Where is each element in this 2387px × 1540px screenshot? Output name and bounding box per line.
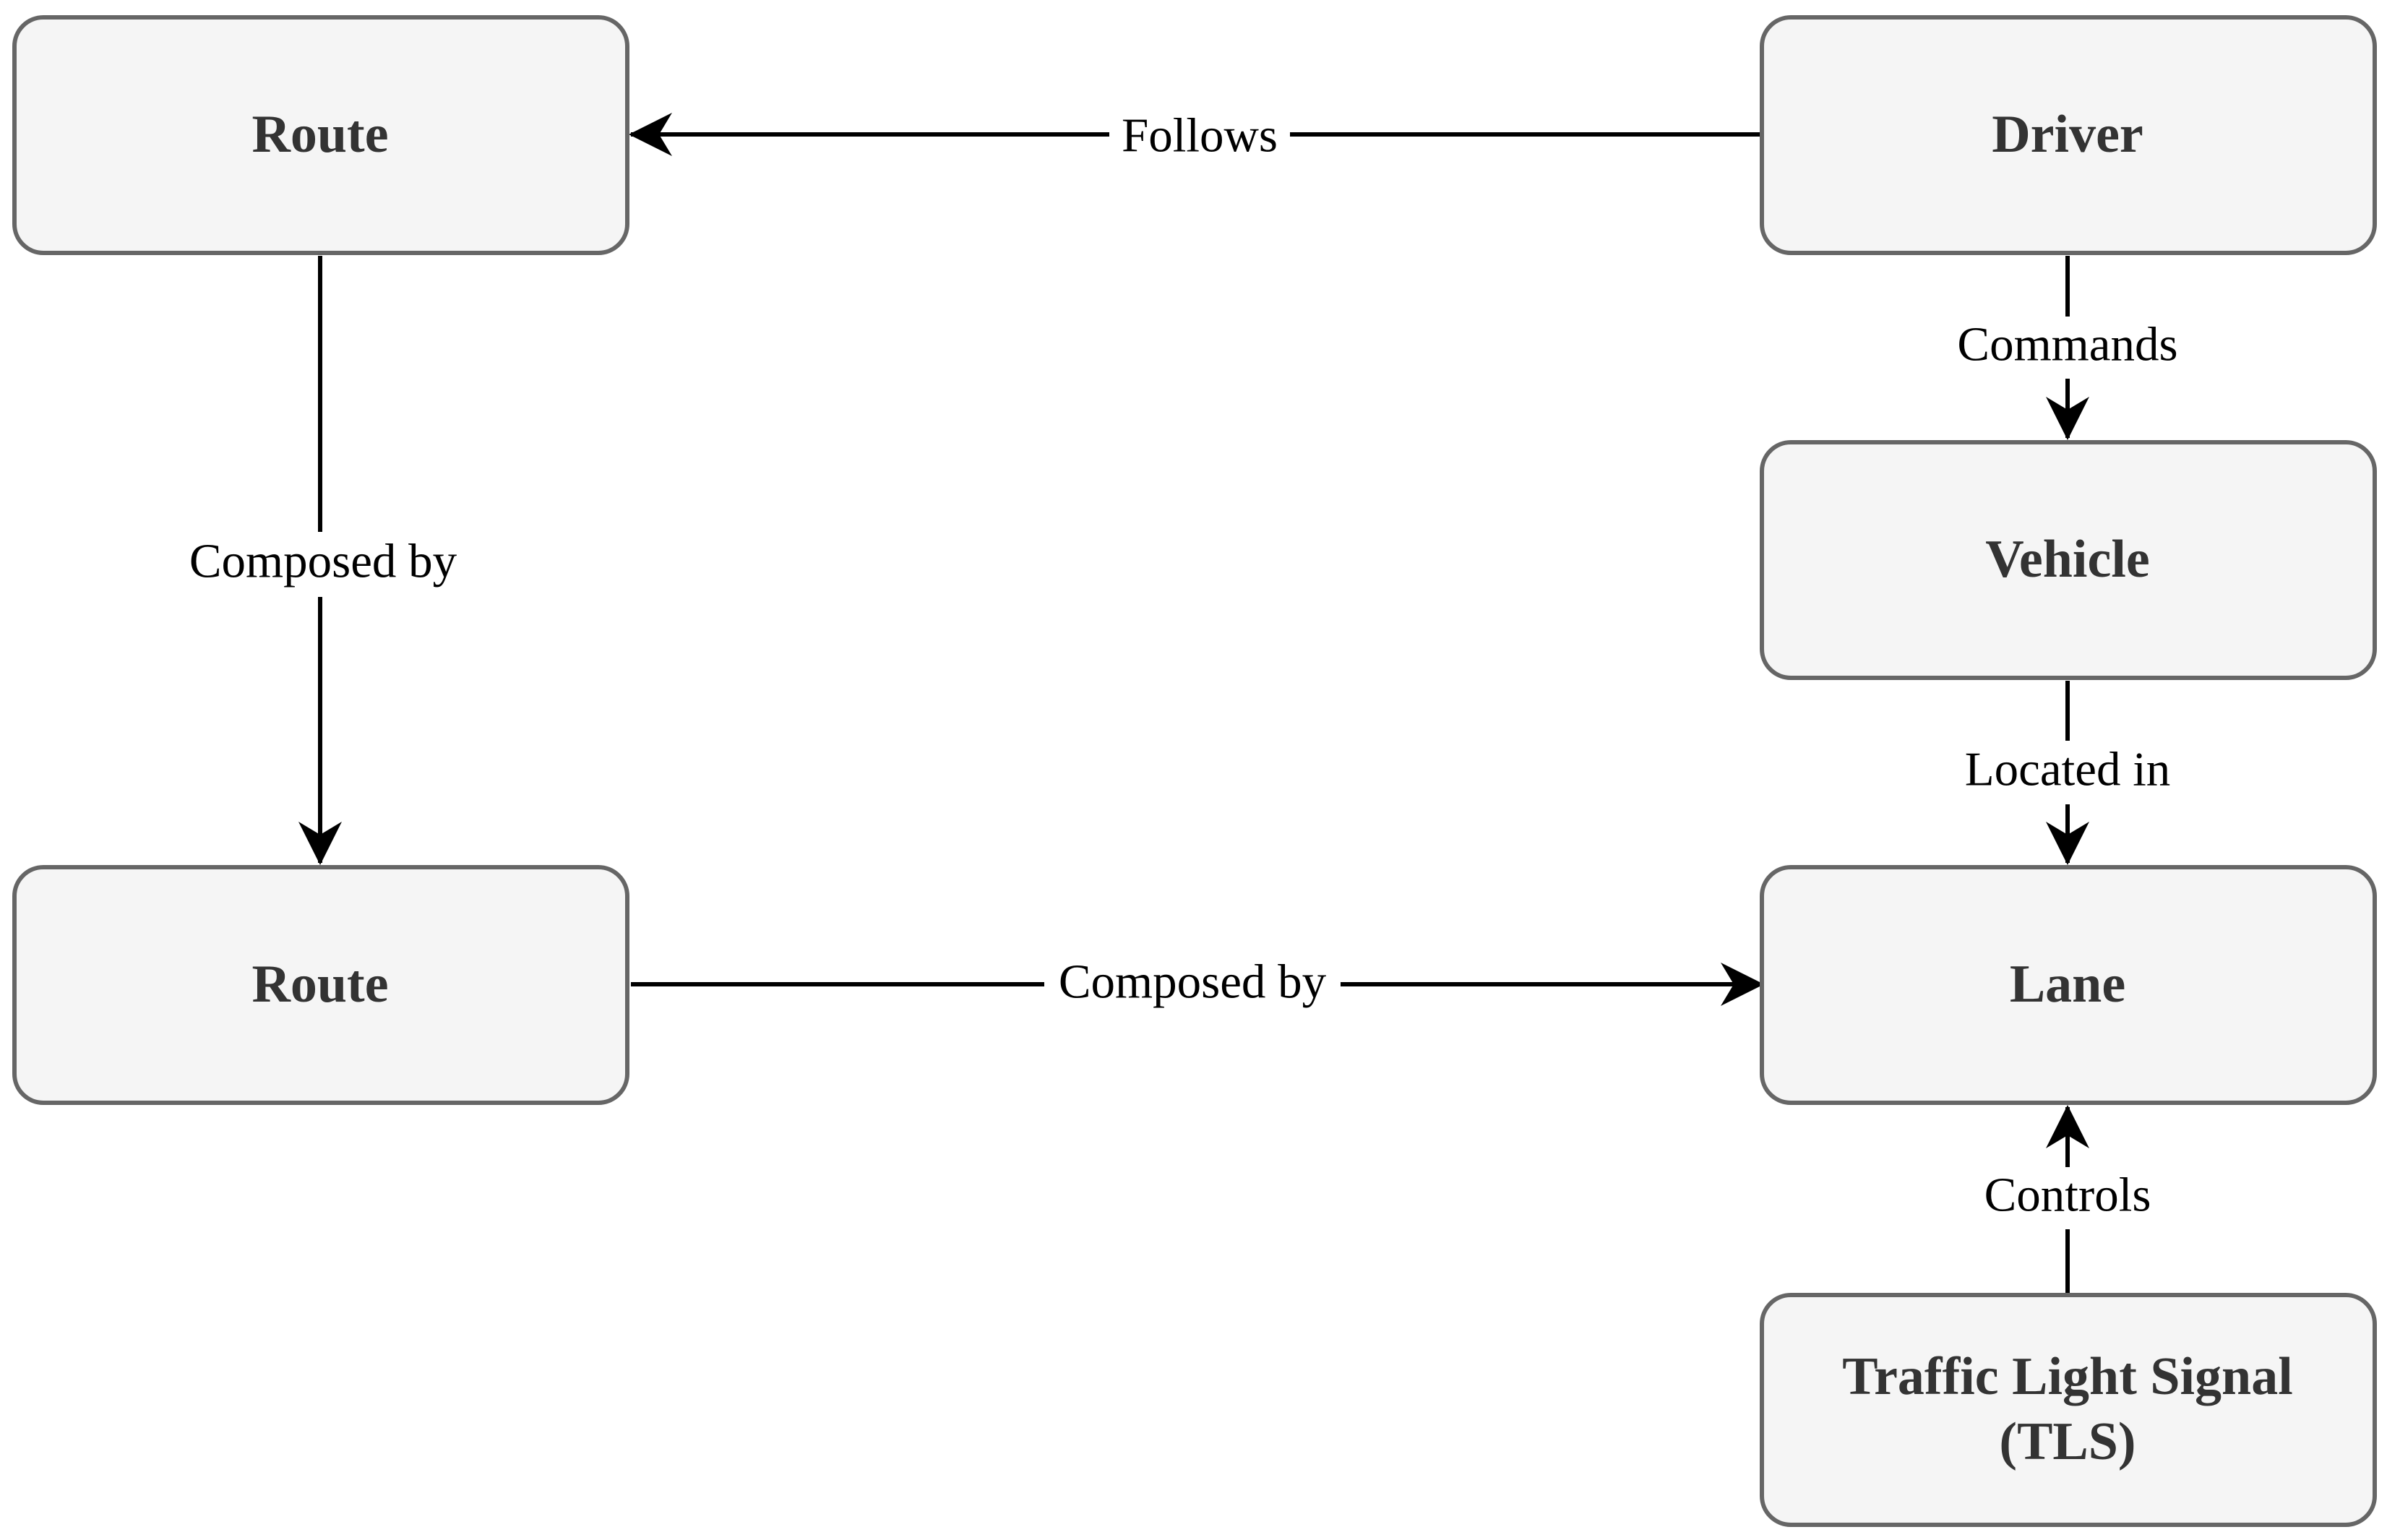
node-lane-label: Lane <box>2010 955 2125 1014</box>
edge-located-in: Located in <box>1944 681 2191 865</box>
edge-located-in-label: Located in <box>1965 742 2171 796</box>
node-tls-box <box>1760 1293 2377 1527</box>
node-driver-box <box>1760 15 2377 255</box>
node-route-bottom[interactable]: Route <box>12 865 629 1105</box>
edge-follows: Follows <box>629 105 1765 163</box>
edge-located-in-label-bg <box>1944 741 2191 804</box>
node-driver-label: Driver <box>1992 105 2143 164</box>
node-tls[interactable]: Traffic Light Signal (TLS) <box>1760 1293 2377 1527</box>
edge-controls: Controls <box>1960 1105 2175 1294</box>
node-route-top-label: Route <box>251 105 388 164</box>
node-route-top-box <box>12 15 629 255</box>
edge-composed-by-vertical-label-bg <box>171 532 470 597</box>
node-route-top[interactable]: Route <box>12 15 629 255</box>
node-lane-box <box>1760 865 2377 1105</box>
edge-follows-label-bg <box>1109 105 1290 163</box>
edge-commands-label: Commands <box>1957 317 2177 371</box>
node-tls-label-line2: (TLS) <box>1999 1412 2136 1471</box>
edge-controls-label-bg <box>1960 1167 2175 1229</box>
edge-composed-by-vertical: Composed by <box>171 256 470 865</box>
node-vehicle[interactable]: Vehicle <box>1760 440 2377 680</box>
edge-composed-by-vertical-label: Composed by <box>189 534 457 588</box>
node-driver[interactable]: Driver <box>1760 15 2377 255</box>
edge-controls-label: Controls <box>1984 1168 2151 1221</box>
node-route-bottom-box <box>12 865 629 1105</box>
edge-commands: Commands <box>1939 256 2196 440</box>
edge-commands-label-bg <box>1939 317 2196 379</box>
node-tls-label-line1: Traffic Light Signal <box>1842 1347 2293 1406</box>
edge-composed-by-horizontal: Composed by <box>631 952 1764 1018</box>
node-vehicle-label: Vehicle <box>1985 530 2149 589</box>
node-vehicle-box <box>1760 440 2377 680</box>
edge-composed-by-horizontal-label: Composed by <box>1059 955 1327 1008</box>
edge-composed-by-horizontal-label-bg <box>1044 952 1341 1018</box>
node-lane[interactable]: Lane <box>1760 865 2377 1105</box>
edge-follows-label: Follows <box>1122 108 1278 162</box>
node-route-bottom-label: Route <box>251 955 388 1014</box>
